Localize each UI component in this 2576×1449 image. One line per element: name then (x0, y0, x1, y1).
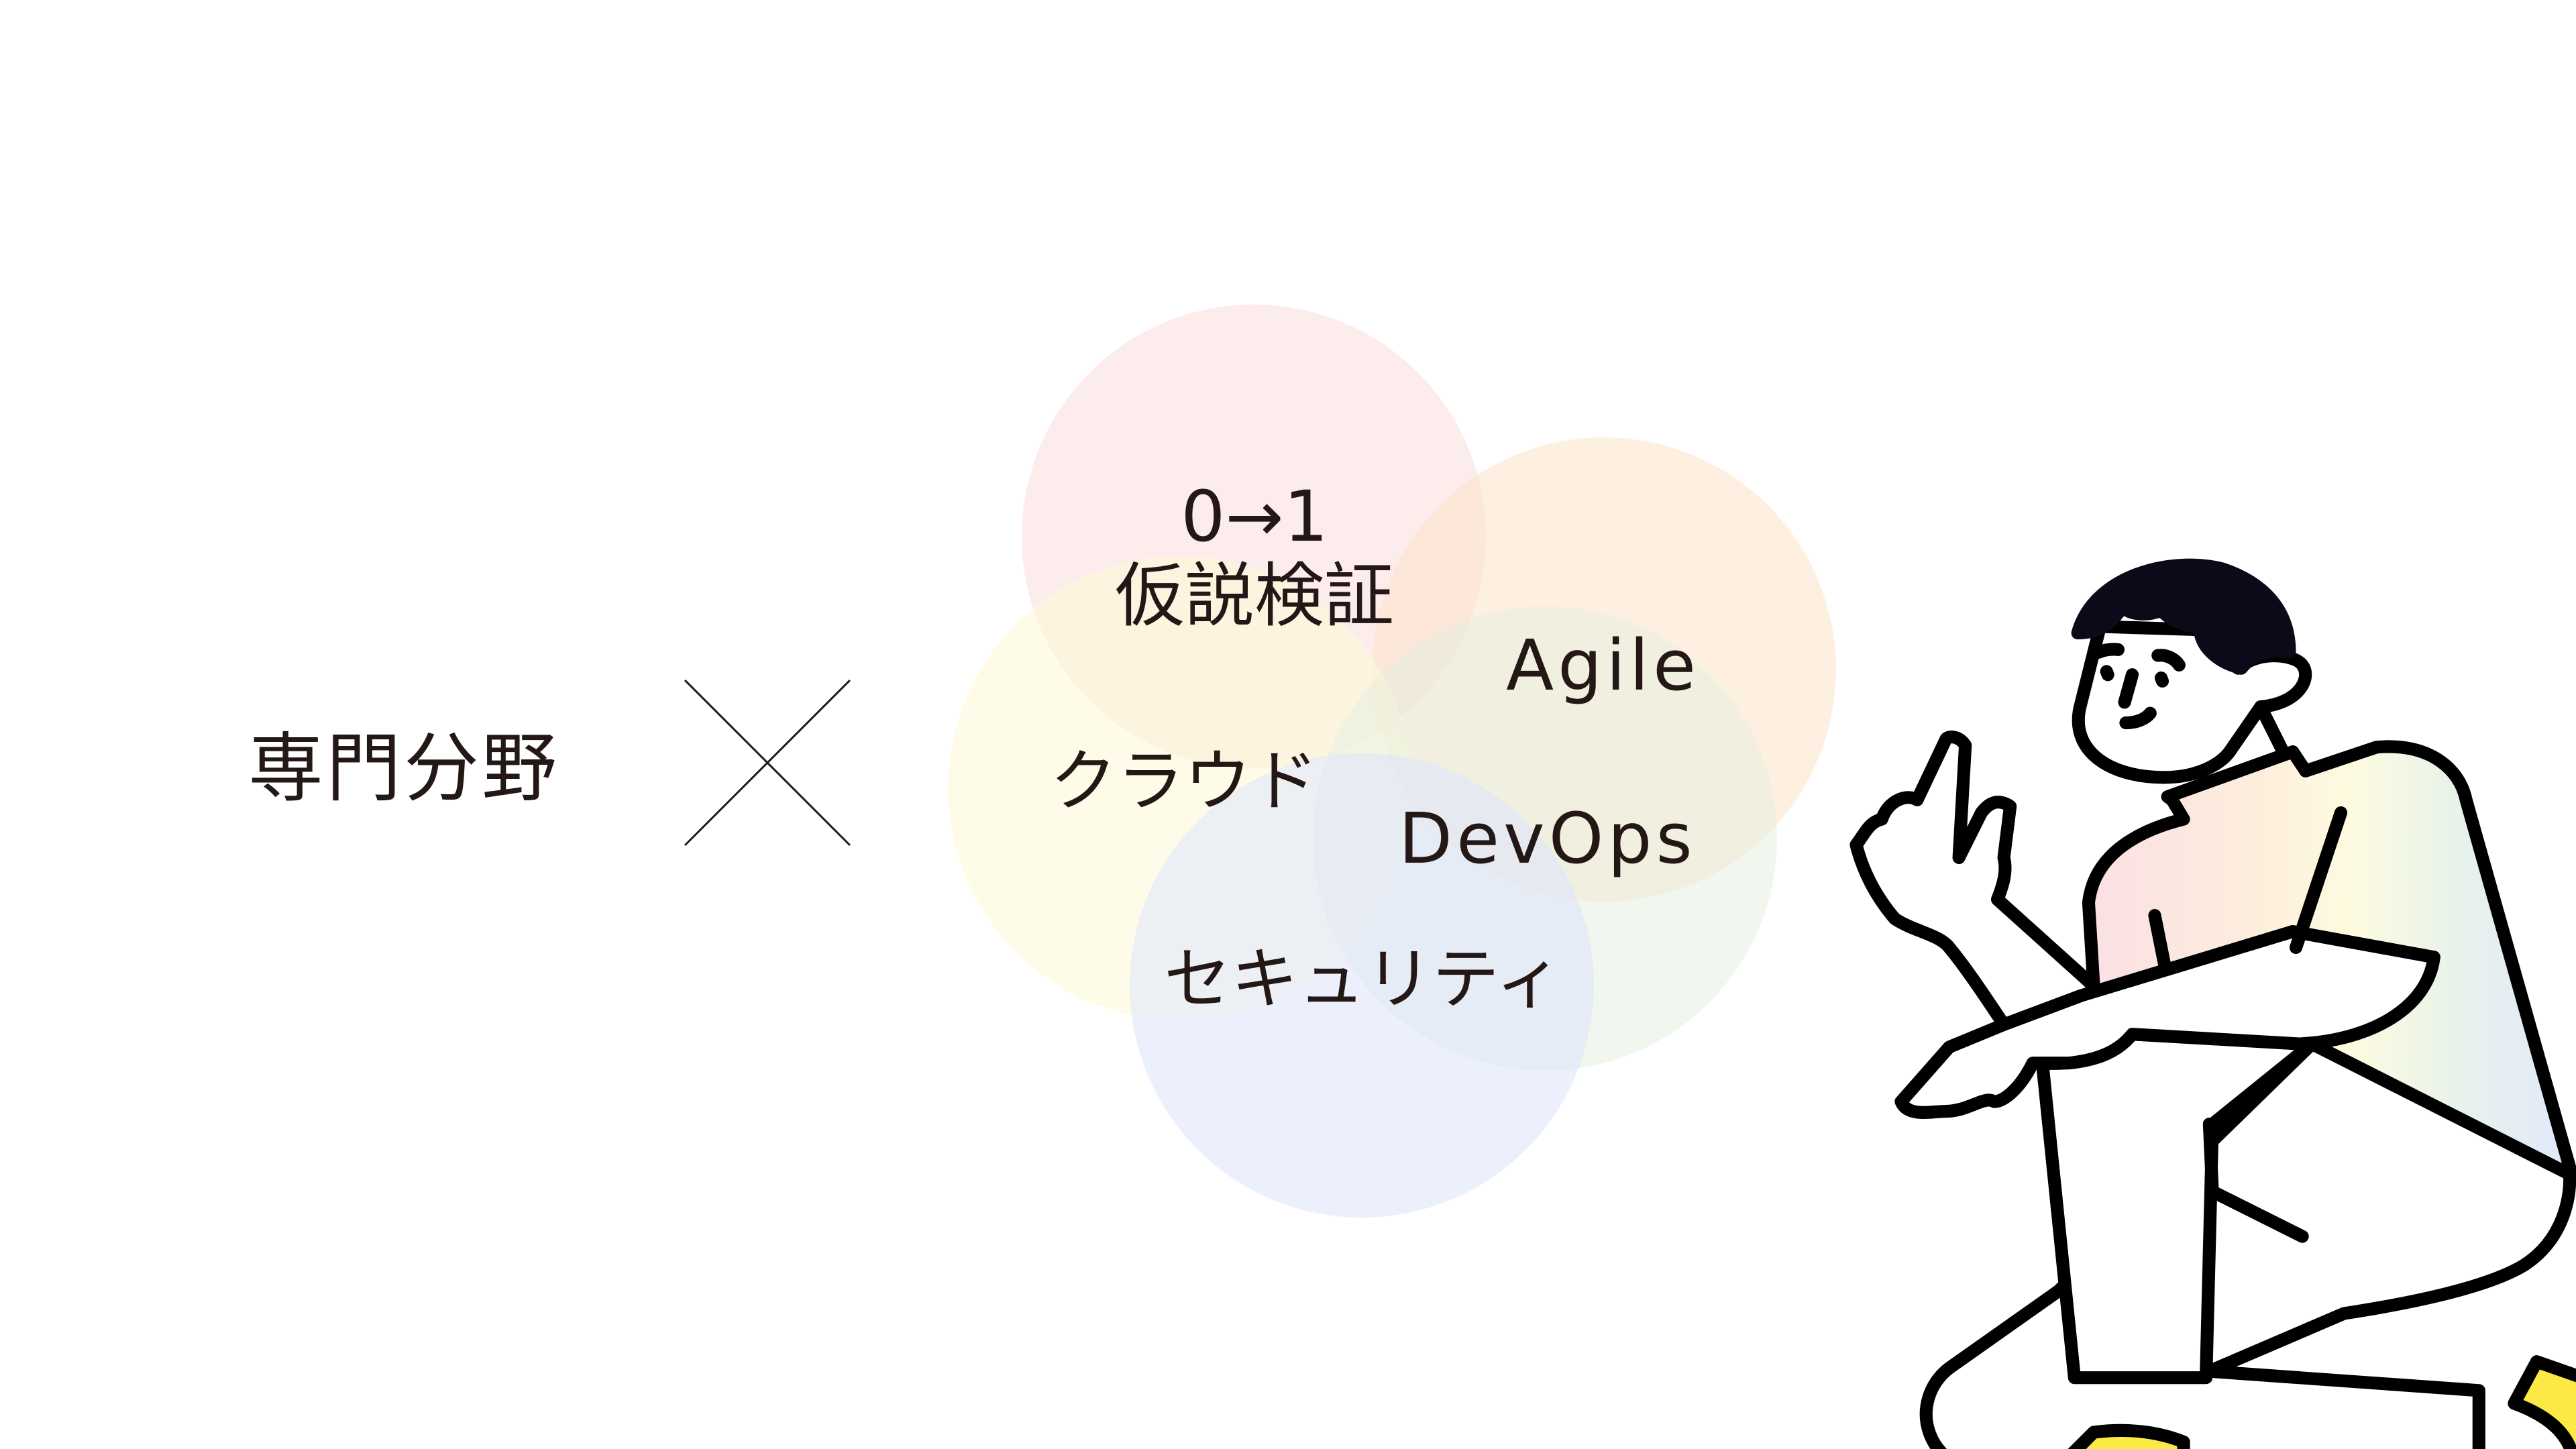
resting-arm (1894, 924, 2440, 1119)
shoe-front (2068, 1424, 2190, 1449)
circle-label-devops: DevOps (1399, 798, 1697, 879)
person-illustration (1849, 558, 2576, 1449)
specialty-heading: 専門分野 (248, 725, 559, 812)
circle-label-zero-to-one: 0→1 (1181, 476, 1328, 557)
circle-label-hypothesis: 仮説検証 (1114, 555, 1395, 637)
cross-line-2 (684, 679, 851, 847)
hair (2071, 558, 2296, 675)
pointing-arm (1849, 731, 2100, 1031)
circle-label-cloud: クラウド (1050, 742, 1318, 820)
face-features (2092, 643, 2186, 730)
circle-security (1130, 753, 1594, 1218)
shirt-fold-lines (2148, 806, 2348, 1243)
circle-label-agile: Agile (1506, 625, 1700, 706)
neck (2254, 700, 2290, 759)
shoe-back (2508, 1355, 2576, 1449)
circle-label-security: セキュリティ (1164, 940, 1562, 1018)
